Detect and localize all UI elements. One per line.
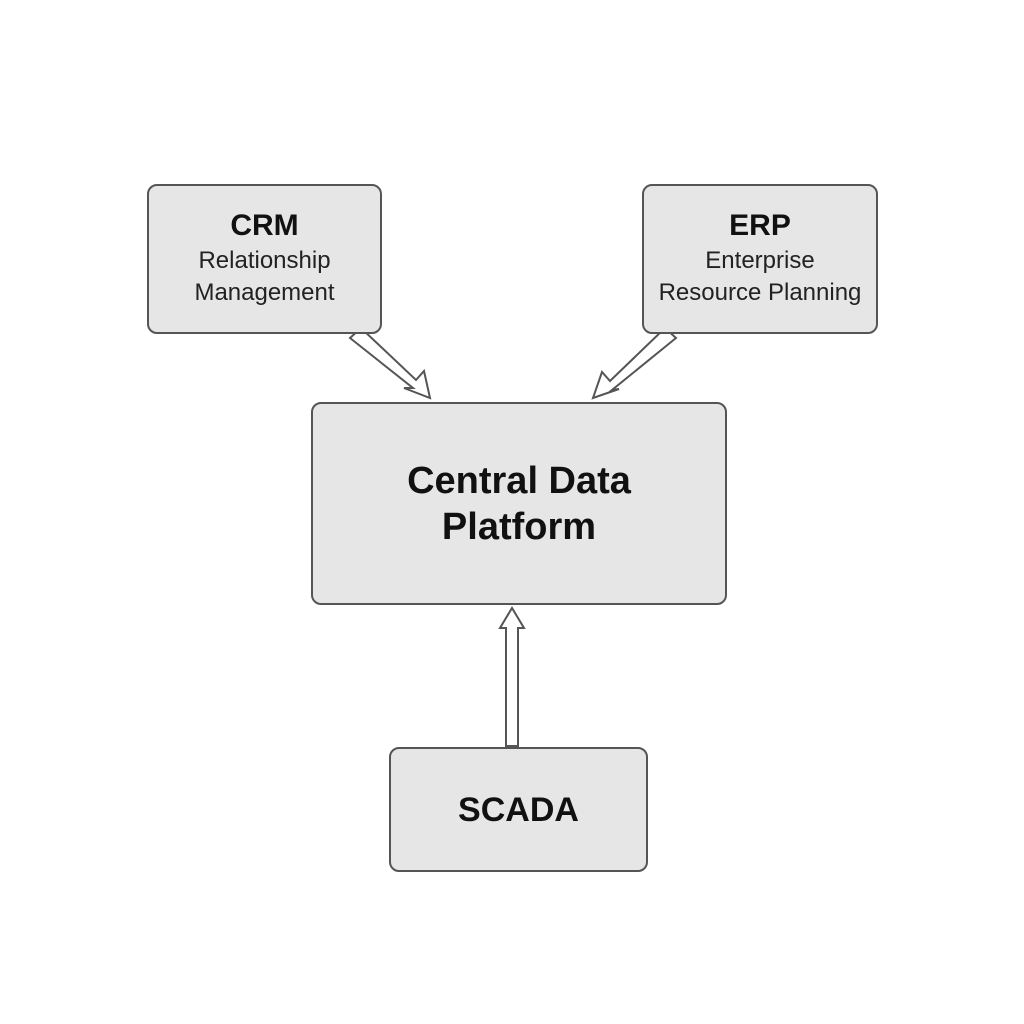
node-scada-title: SCADA [458,790,579,829]
node-erp-title: ERP [729,209,791,242]
node-central-data-platform: Central Data Platform [311,402,727,605]
node-crm-title: CRM [230,209,299,242]
node-crm: CRM Relationship Management [147,184,382,334]
node-erp-subtitle-line2: Resource Planning [658,279,862,306]
arrow-crm-to-central [348,326,432,400]
node-erp: ERP Enterprise Resource Planning [642,184,878,334]
node-scada: SCADA [389,747,648,872]
arrow-scada-to-central [498,606,526,747]
node-crm-subtitle-line2: Management [194,279,335,306]
node-erp-subtitle-line1: Enterprise [705,247,815,274]
node-central-title-line2: Platform [441,505,597,548]
node-central-title-line1: Central Data [407,459,631,502]
arrow-erp-to-central [591,326,678,400]
node-crm-subtitle-line1: Relationship [198,247,331,274]
